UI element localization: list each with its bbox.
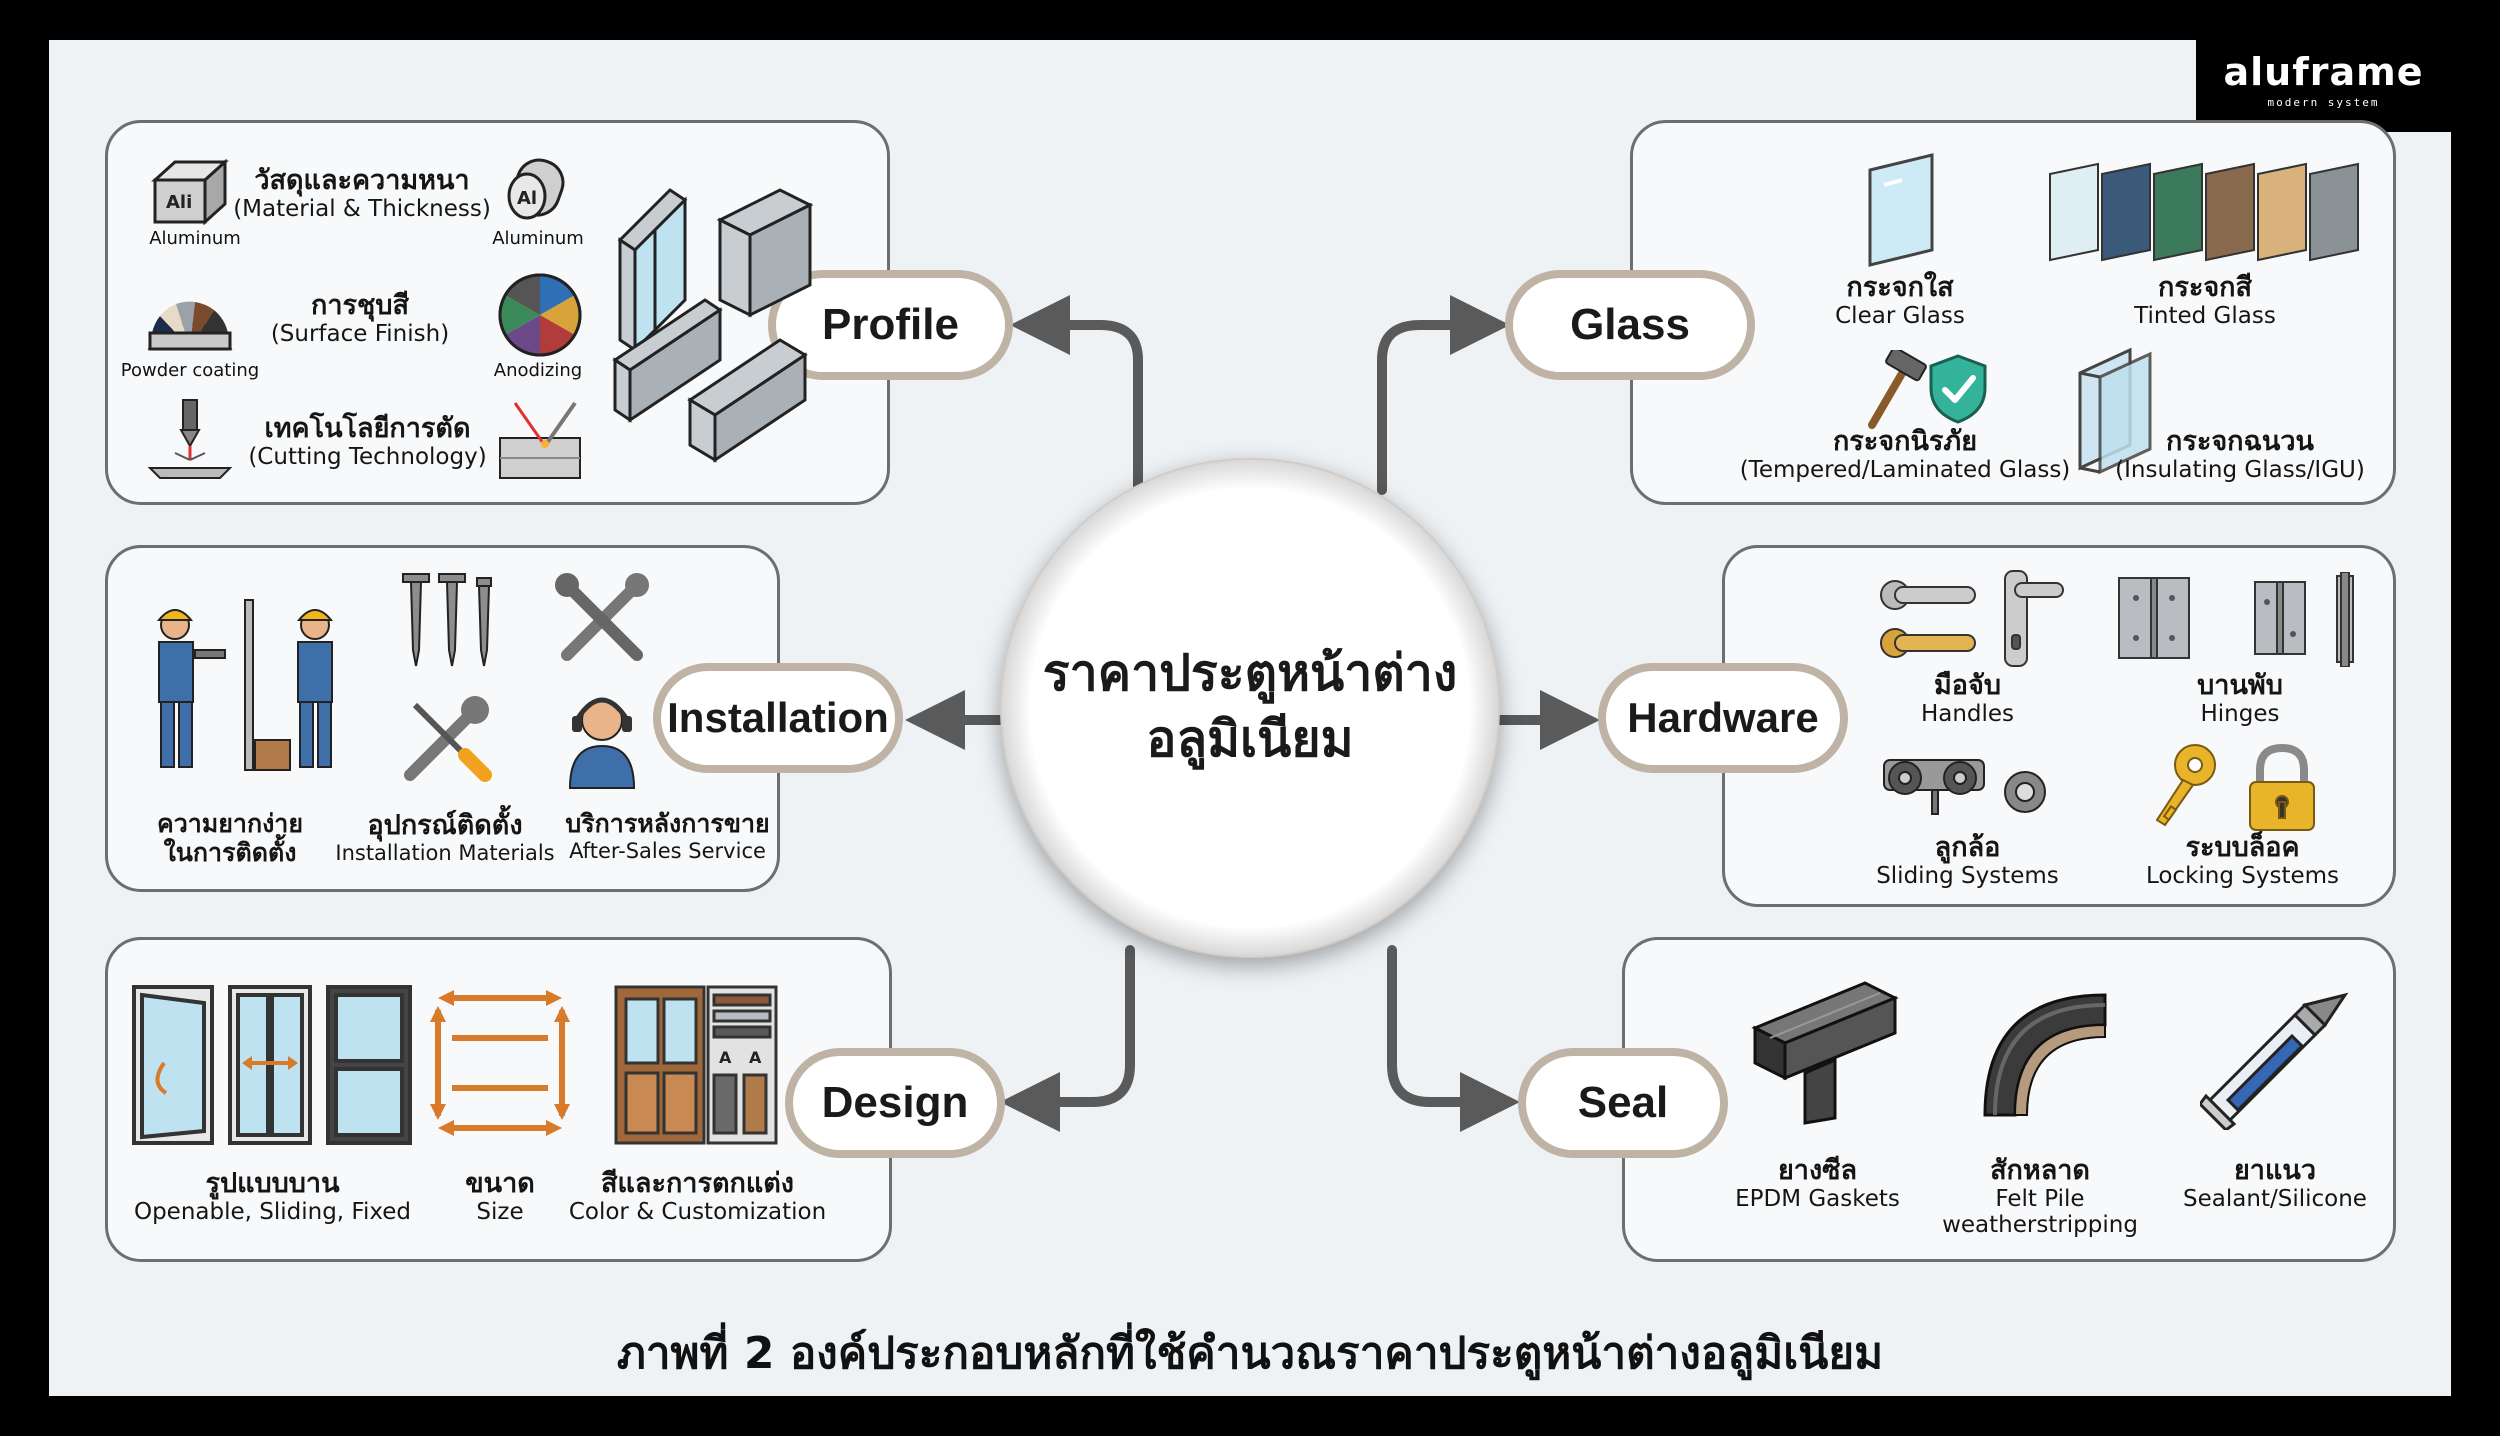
design-pill: Design xyxy=(785,1048,1005,1158)
sealant-tube-icon xyxy=(2200,992,2349,1130)
color-customization-icon: A A xyxy=(614,985,778,1145)
arrow-to-profile xyxy=(1010,295,1143,495)
support-agent-icon xyxy=(568,697,636,789)
aluminum-left-label: Aluminum xyxy=(149,228,241,249)
aluminum-bar-icon: Ali xyxy=(151,158,229,226)
aluminum-right-label: Aluminum xyxy=(492,228,584,249)
handles-icon xyxy=(1880,570,2064,667)
svg-text:Al: Al xyxy=(517,188,537,209)
brand-name: aluframe xyxy=(2223,50,2424,94)
saw-cut-icon xyxy=(499,401,581,479)
swatch-letter-a-2: A xyxy=(749,1048,762,1067)
lock-key-icon xyxy=(2155,743,2315,831)
window-types-icon xyxy=(132,985,412,1145)
arrow-to-design xyxy=(1000,945,1135,1132)
installation-difficulty-label: ความยากง่ายในการติดตั้ง xyxy=(157,809,303,867)
anodizing-icon xyxy=(498,273,582,357)
insulating-glass-icon xyxy=(2078,347,2152,475)
epdm-gasket-icon xyxy=(1751,981,1899,1125)
tempered-glass-label: กระจกนิรภัย(Tempered/Laminated Glass) xyxy=(1739,426,2071,484)
workers-icon xyxy=(156,599,334,771)
swatch-letter-a-1: A xyxy=(719,1048,732,1067)
insulating-glass-label: กระจกฉนวน(Insulating Glass/IGU) xyxy=(2115,426,2365,484)
material-thickness-label: วัสดุและความหนา(Material & Thickness) xyxy=(233,165,491,223)
hinges-icon xyxy=(2118,572,2354,667)
hardware-pill: Hardware xyxy=(1598,663,1848,773)
glass-pill: Glass xyxy=(1505,270,1755,380)
shield-check-icon xyxy=(1929,354,1987,424)
clear-glass-icon xyxy=(1868,153,1934,267)
arrow-to-glass xyxy=(1377,295,1510,495)
wrench-screwdriver-icon xyxy=(404,696,492,782)
laser-cutter-icon xyxy=(147,399,233,479)
screws-icon xyxy=(402,573,492,667)
hammer-icon xyxy=(1868,350,1927,429)
cutting-technology-label: เทคโนโลยีการตัด(Cutting Technology) xyxy=(248,413,487,471)
installation-pill: Installation xyxy=(653,663,903,773)
surface-finish-label: การชุบสี(Surface Finish) xyxy=(270,290,450,348)
tinted-glass-label: กระจกสีTinted Glass xyxy=(2134,272,2276,330)
seal-pill: Seal xyxy=(1518,1048,1728,1158)
rollers-icon xyxy=(1883,759,2046,815)
tinted-glass-icon xyxy=(2049,162,2359,262)
anodizing-label: Anodizing xyxy=(493,360,583,381)
aluminum-rod-icon: Al xyxy=(507,158,565,220)
profile-pill: Profile xyxy=(768,270,1013,380)
powder-coating-label: Powder coating xyxy=(120,360,260,381)
felt-pile-icon xyxy=(1983,993,2107,1117)
tools-icon xyxy=(555,573,649,661)
brand-logo: aluframe modern system xyxy=(2196,40,2451,132)
brand-tagline: modern system xyxy=(2267,96,2380,109)
profile-box xyxy=(105,120,890,505)
profile-sections-icon xyxy=(612,188,814,463)
size-arrows-icon xyxy=(430,990,570,1136)
svg-text:Ali: Ali xyxy=(166,192,192,213)
center-title: ราคาประตูหน้าต่าง อลูมิเนียม xyxy=(1042,644,1458,768)
powder-coating-icon xyxy=(147,301,233,351)
center-circle xyxy=(1000,458,1500,958)
arrow-to-seal xyxy=(1387,945,1520,1132)
figure-caption: ภาพที่ 2 องค์ประกอบหลักที่ใช้คำนวณราคาปร… xyxy=(616,1328,1884,1379)
